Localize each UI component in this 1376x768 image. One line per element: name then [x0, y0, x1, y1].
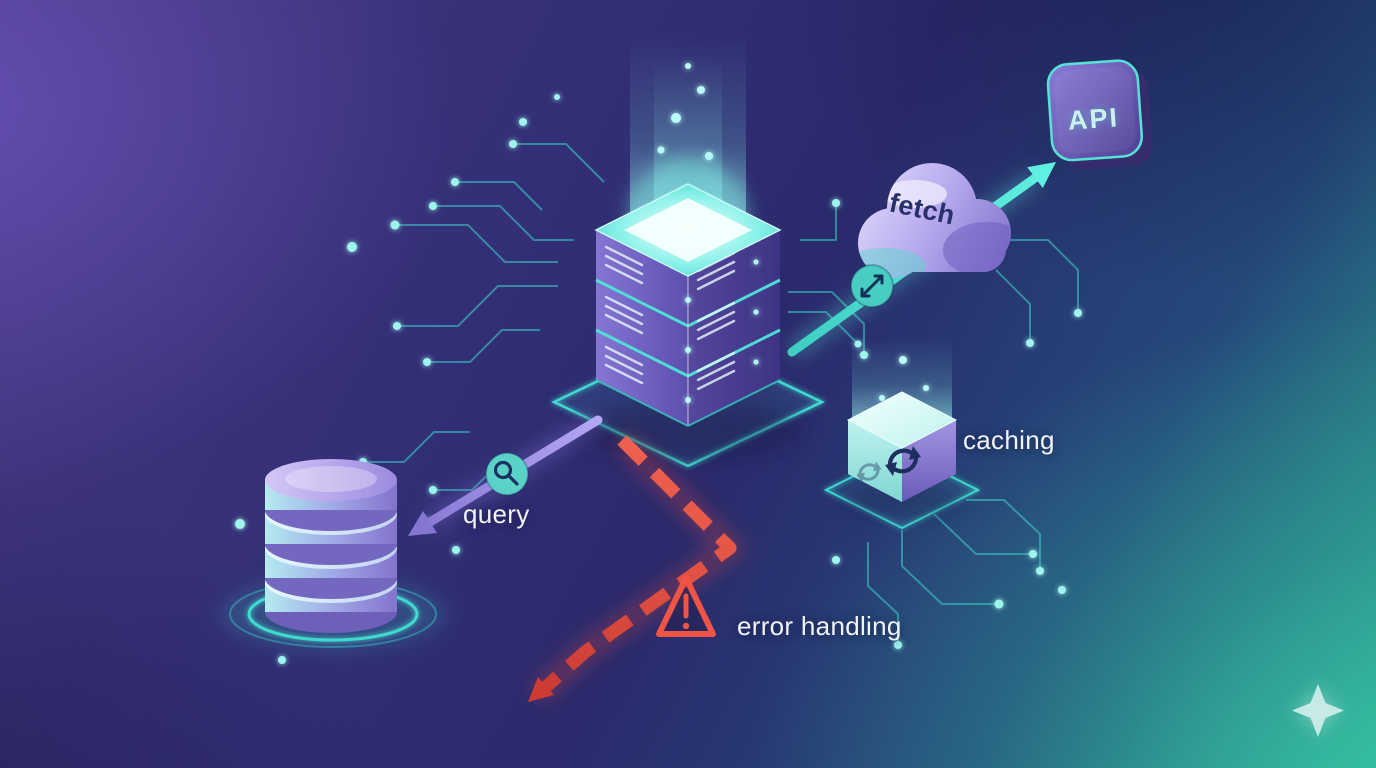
database-icon	[221, 459, 445, 650]
error-handling-label: error handling	[737, 611, 902, 641]
warning-triangle-icon	[656, 575, 716, 637]
search-icon	[485, 452, 529, 496]
query-label: query	[463, 499, 530, 529]
cache-cube-icon	[842, 391, 962, 517]
circuit-traces	[235, 94, 1082, 664]
caching-label: caching	[963, 425, 1055, 455]
server-vents	[604, 245, 736, 391]
api-label: API	[1066, 102, 1120, 136]
fetch-arrowhead	[1027, 162, 1056, 188]
sparkle-icon	[1292, 684, 1344, 737]
database-discs	[265, 459, 397, 633]
transfer-arrows-icon	[850, 264, 894, 308]
server-icon	[594, 158, 782, 427]
api-badge	[1046, 59, 1153, 170]
error-path	[528, 431, 749, 703]
server-indicator-lights	[685, 259, 759, 403]
cache-beam	[852, 338, 952, 424]
